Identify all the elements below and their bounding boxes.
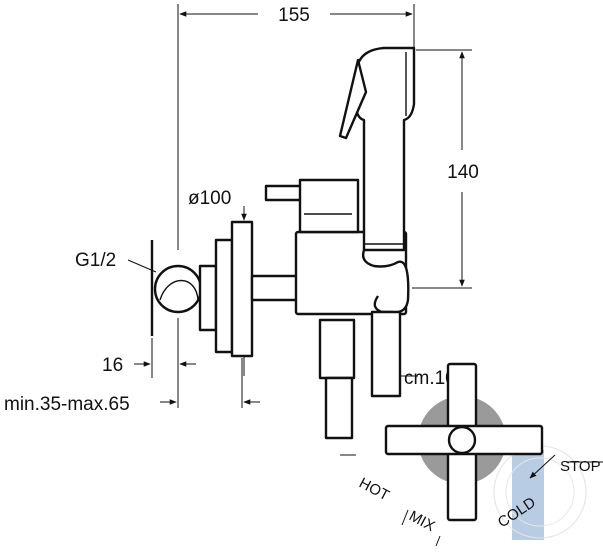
hot-label: HOT — [356, 475, 392, 505]
stop-label: STOP — [560, 458, 601, 475]
dimension-width-155: 155 — [177, 4, 415, 250]
hand-shower — [338, 46, 416, 314]
dimension-depth-16: 16 — [102, 318, 196, 408]
dimension-wall-range: min.35-max.65 — [4, 356, 260, 415]
height-label: 140 — [447, 162, 479, 183]
dimension-flange-diameter: ø100 — [188, 188, 247, 221]
mixer-valve-body — [150, 178, 408, 358]
depth-label: 16 — [102, 355, 123, 376]
thread-label: G1/2 — [75, 250, 116, 271]
mix-label: MIX — [406, 508, 438, 536]
flange-diameter-label: ø100 — [188, 188, 231, 209]
wall-range-label: min.35-max.65 — [4, 394, 130, 415]
cold-zone — [512, 450, 544, 540]
thread-callout: G1/2 — [75, 250, 157, 273]
dimension-height-140: 140 — [412, 49, 479, 289]
hoses — [318, 310, 402, 440]
width-label: 155 — [278, 5, 310, 26]
